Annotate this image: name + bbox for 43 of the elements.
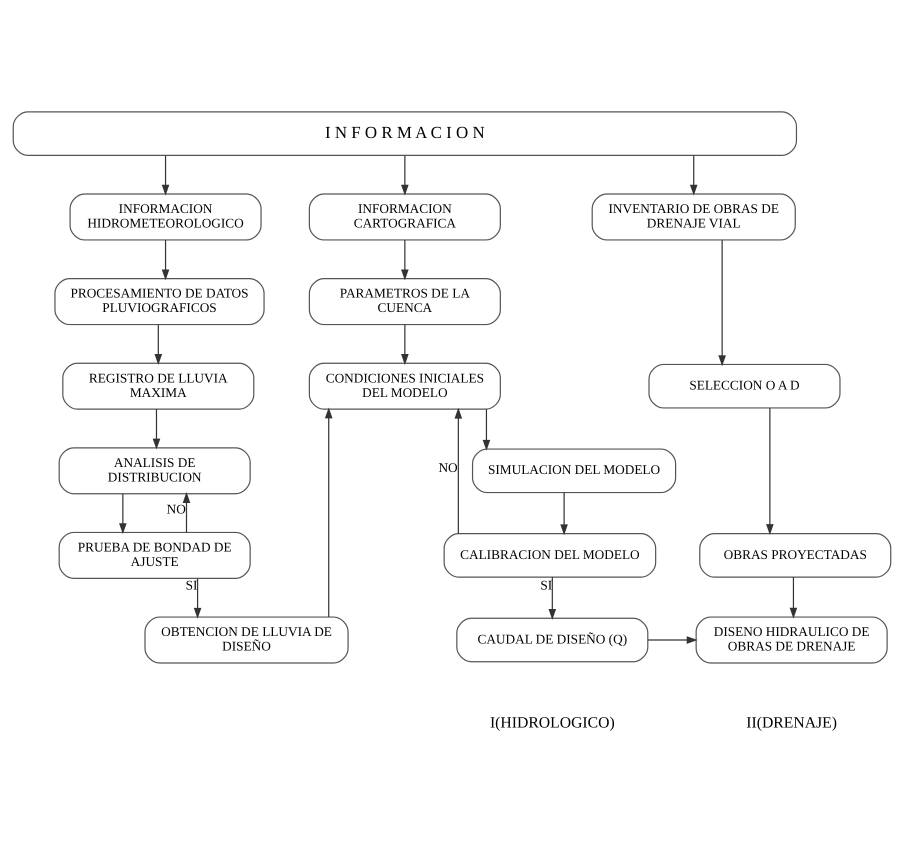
arrow bbox=[401, 324, 409, 365]
arrow bbox=[548, 577, 556, 620]
node-box: CALIBRACION DEL MODELO bbox=[444, 533, 656, 578]
arrow bbox=[154, 324, 162, 365]
node-box: PARAMETROS DE LA CUENCA bbox=[308, 278, 501, 326]
node-box: CAUDAL DE DISEÑO (Q) bbox=[456, 618, 648, 662]
arrow bbox=[324, 407, 333, 618]
arrow bbox=[182, 492, 190, 532]
node-box: ANALISIS DE DISTRIBUCION bbox=[58, 447, 251, 494]
edge-label: SI bbox=[540, 578, 552, 593]
arrow bbox=[560, 492, 568, 536]
arrow bbox=[401, 240, 409, 280]
arrow bbox=[454, 408, 462, 534]
label: II(DRENAJE) bbox=[746, 714, 837, 732]
arrow bbox=[718, 240, 726, 366]
arrow bbox=[119, 494, 127, 534]
node-box: REGISTRO DE LLUVIA MAXIMA bbox=[62, 362, 254, 410]
node-box: PRUEBA DE BONDAD DE AJUSTE bbox=[58, 532, 251, 579]
node-box: OBTENCION DE LLUVIA DE DISEÑO bbox=[144, 616, 349, 664]
node-box: DISENO HIDRAULICO DE OBRAS DE DRENAJE bbox=[696, 616, 888, 664]
node-box: INVENTARIO DE OBRAS DE DRENAJE VIAL bbox=[592, 193, 796, 241]
node-box: OBRAS PROYECTADAS bbox=[699, 533, 892, 578]
arrow bbox=[790, 577, 798, 619]
edge-label: SI bbox=[186, 578, 198, 593]
node-box: INFORMACION CARTOGRAFICA bbox=[308, 193, 501, 241]
node-box: SELECCION O A D bbox=[648, 364, 841, 409]
arrow bbox=[162, 156, 170, 196]
arrow bbox=[162, 240, 170, 280]
arrow bbox=[648, 636, 698, 644]
node-box: CONDICIONES INICIALES DEL MODELO bbox=[308, 362, 501, 410]
arrow bbox=[766, 408, 774, 536]
node-box: I N F O R M A C I O N bbox=[12, 111, 798, 156]
label: I(HIDROLOGICO) bbox=[490, 714, 615, 732]
arrow bbox=[690, 156, 698, 196]
node-box: INFORMACION HIDROMETEOROLOGICO bbox=[69, 193, 262, 241]
node-box: SIMULACION DEL MODELO bbox=[472, 448, 676, 494]
arrow bbox=[152, 409, 160, 450]
edge-label: NO bbox=[438, 460, 458, 475]
node-box: PROCESAMIENTO DE DATOS PLUVIOGRAFICOS bbox=[54, 278, 265, 326]
arrow bbox=[482, 409, 490, 451]
arrow bbox=[401, 156, 409, 196]
edge-label: NO bbox=[166, 501, 186, 516]
arrow bbox=[194, 578, 202, 619]
